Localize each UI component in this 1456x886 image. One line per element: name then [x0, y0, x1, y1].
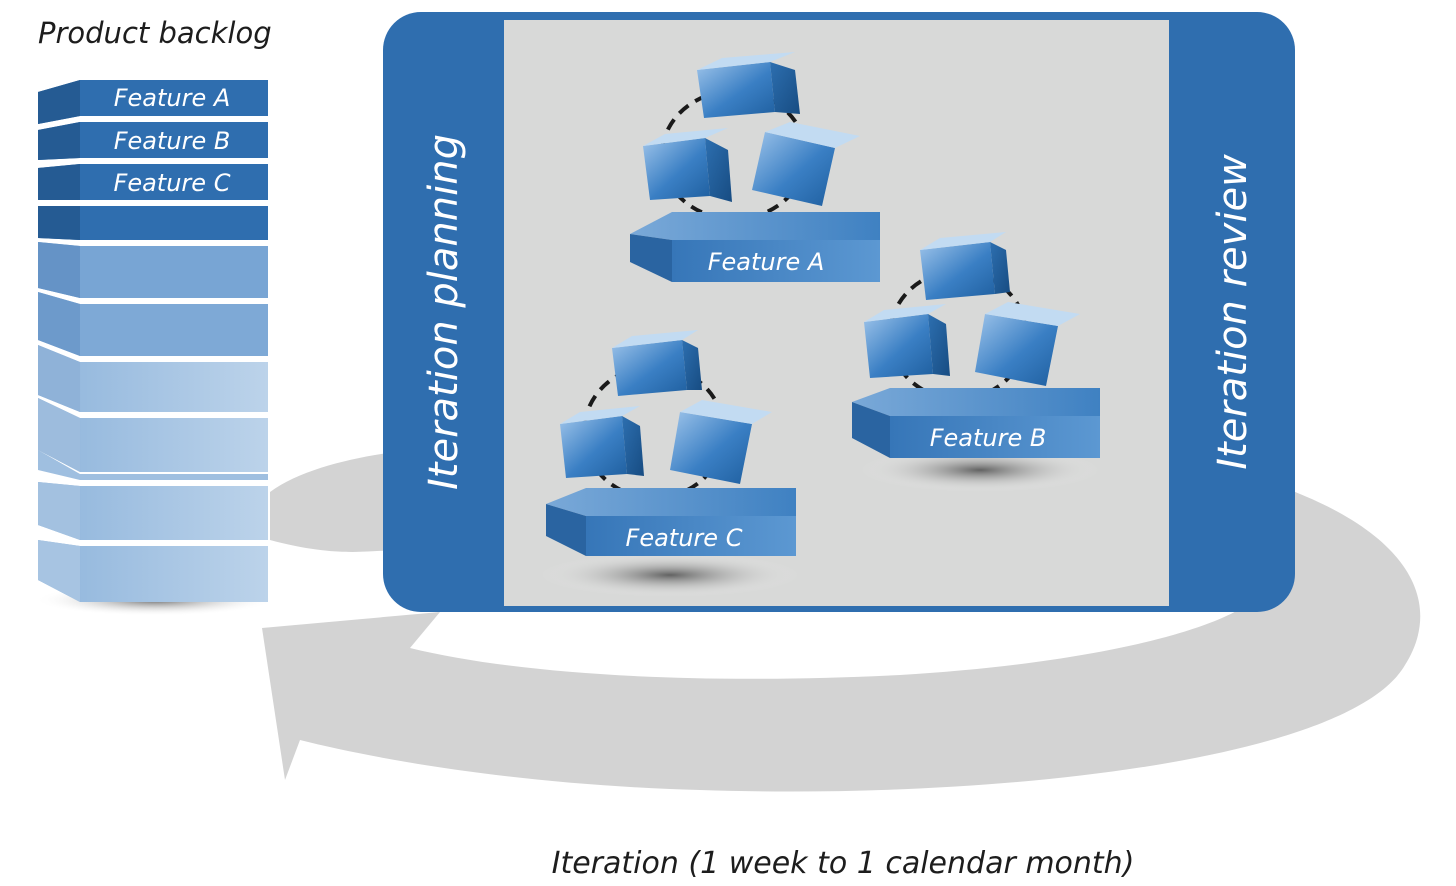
team-member-cube — [864, 304, 950, 378]
team-member-cube — [975, 302, 1080, 386]
backlog-item-feature-b — [38, 122, 268, 160]
backlog-empty-layer — [38, 292, 268, 356]
backlog-item-feature-c — [38, 164, 268, 200]
backlog-item-label: Feature C — [114, 169, 231, 197]
product-backlog-stack: Feature A Feature B Feature C — [35, 80, 275, 616]
iteration-review-label: Iteration review — [1210, 154, 1256, 470]
backlog-empty-layer — [38, 242, 268, 298]
iteration-cycle-arrow — [262, 452, 1421, 792]
backlog-item-feature-a — [38, 80, 268, 124]
feature-slab-label: Feature B — [930, 424, 1047, 452]
backlog-empty-layer — [38, 540, 268, 602]
backlog-item-label: Feature A — [114, 84, 231, 112]
feature-slab — [630, 212, 880, 282]
team-member-cube — [612, 330, 702, 396]
feature-slab — [852, 388, 1100, 458]
team-feature-c: Feature C — [540, 330, 800, 597]
iteration-box: Iteration planning Iteration review — [383, 12, 1295, 612]
team-member-cube — [643, 128, 732, 202]
backlog-title: Product backlog — [38, 16, 272, 50]
team-member-cube — [920, 232, 1010, 300]
team-member-cube — [670, 400, 772, 484]
iteration-cycle-caption: Iteration (1 week to 1 calendar month) — [552, 846, 1135, 881]
team-member-cube — [697, 52, 800, 118]
backlog-empty-layer — [38, 345, 268, 412]
feature-slab-label: Feature C — [626, 524, 743, 552]
backlog-empty-layer — [38, 482, 268, 540]
iteration-planning-label: Iteration planning — [421, 134, 467, 490]
backlog-item-label: Feature B — [114, 127, 231, 155]
team-feature-a: Feature A — [630, 52, 880, 282]
team-feature-b: Feature B — [852, 232, 1100, 492]
team-member-cube — [752, 122, 860, 206]
team-member-cube — [560, 406, 644, 478]
backlog-empty-layer — [38, 398, 268, 480]
backlog-empty-layer — [38, 206, 268, 240]
feature-slab — [546, 488, 796, 556]
feature-slab-label: Feature A — [708, 248, 825, 276]
